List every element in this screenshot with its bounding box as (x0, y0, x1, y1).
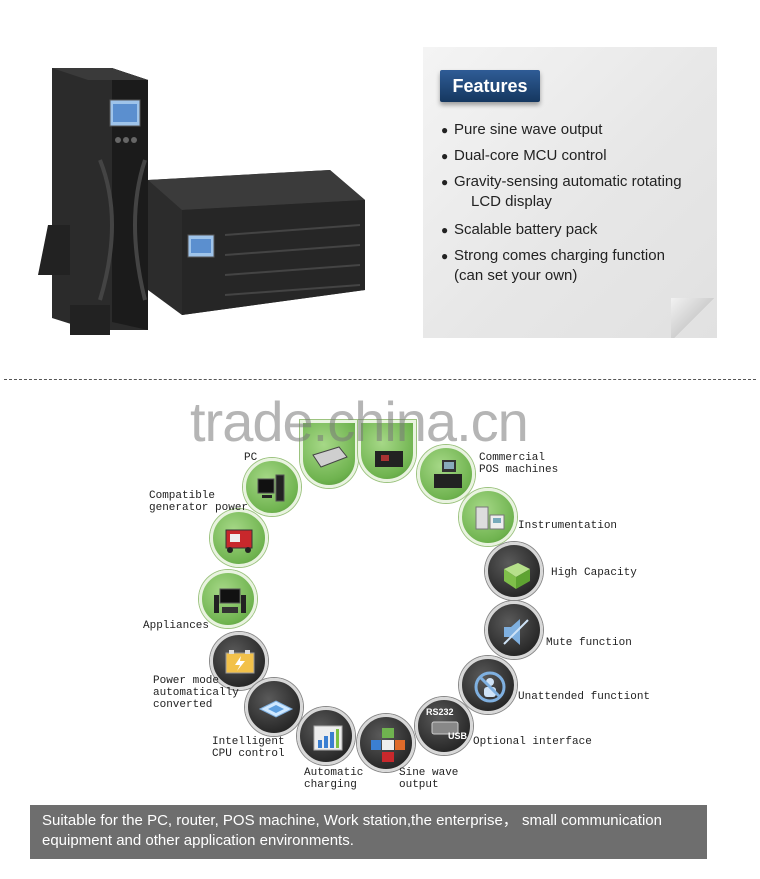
cpu-label: Intelligent CPU control (212, 736, 285, 760)
mute-circle (485, 601, 543, 659)
wave-output-icon (371, 728, 405, 762)
computer-icon (257, 474, 285, 502)
generator-circle (210, 509, 268, 567)
feature-text: Strong comes charging function (454, 247, 665, 264)
charging-circle (297, 707, 355, 765)
feature-item: ● Strong comes charging function (can se… (441, 246, 724, 286)
hdd-circle (300, 420, 358, 488)
cpu-chip-icon (258, 700, 294, 718)
cash-register-icon (434, 460, 462, 488)
rs232-label: RS232 (426, 707, 454, 717)
unattended-circle (459, 656, 517, 714)
bullet-icon: ● (441, 175, 449, 189)
page-curl-decoration (671, 298, 717, 338)
hard-drive-icon (312, 446, 348, 468)
battery-level-icon (313, 725, 343, 751)
high-capacity-circle (485, 542, 543, 600)
pos-circle (417, 445, 475, 503)
usb-label: USB (448, 731, 468, 741)
unattended-label: Unattended functiont (518, 691, 651, 703)
feature-text-cont: LCD display (471, 193, 552, 210)
feature-item: ● Pure sine wave output (441, 120, 724, 140)
pc-circle (243, 458, 301, 516)
feature-item: ● Gravity-sensing automatic rotating LCD… (441, 172, 724, 212)
feature-text-cont: (can set your own) (454, 267, 578, 284)
instrument-icon (475, 506, 505, 530)
battery-cube-icon (504, 563, 530, 589)
ups-product-image (38, 68, 365, 335)
router-icon (375, 451, 403, 467)
instrumentation-label: Instrumentation (518, 520, 618, 532)
appliances-label: Appliances (143, 620, 210, 632)
feature-text: Pure sine wave output (454, 121, 603, 138)
charging-label: Automatic charging (304, 767, 364, 791)
power-mode-circle (210, 632, 268, 690)
instrumentation-circle (459, 488, 517, 546)
bullet-icon: ● (441, 123, 449, 137)
feature-item: ● Scalable battery pack (441, 220, 724, 240)
sine-wave-circle (357, 714, 415, 772)
bullet-icon: ● (441, 149, 449, 163)
generator-label: Compatible generator power (149, 490, 249, 514)
feature-item: ● Dual-core MCU control (441, 146, 724, 166)
feature-text: Scalable battery pack (454, 221, 598, 238)
speaker-mute-icon (503, 619, 529, 645)
optional-interface-circle: RS232 USB (415, 697, 473, 755)
mute-label: Mute function (546, 637, 632, 649)
bullet-icon: ● (441, 249, 449, 263)
dashed-divider (4, 379, 756, 380)
application-banner: Suitable for the PC, router, POS machine… (30, 805, 707, 859)
features-list: ● Pure sine wave output ● Dual-core MCU … (441, 120, 724, 292)
generator-icon (225, 529, 253, 553)
battery-charge-icon (225, 650, 255, 674)
serial-port-icon (431, 721, 459, 735)
sine-wave-label: Sine wave output (399, 767, 459, 791)
appliances-circle (199, 570, 257, 628)
optional-interface-label: Optional interface (473, 736, 592, 748)
pos-label: Commercial POS machines (479, 452, 559, 476)
cpu-circle (245, 678, 303, 736)
features-badge: Features (440, 70, 540, 102)
high-capacity-label: High Capacity (551, 567, 637, 579)
power-mode-label: Power mode automatically converted (153, 675, 239, 711)
router-circle (358, 420, 416, 482)
watermark: trade.china.cn (190, 390, 529, 453)
feature-text: Gravity-sensing automatic rotating (454, 173, 682, 190)
bullet-icon: ● (441, 223, 449, 237)
banner-text: Suitable for the PC, router, POS machine… (42, 812, 662, 849)
no-person-icon (474, 671, 506, 703)
feature-text: Dual-core MCU control (454, 147, 607, 164)
home-theater-icon (214, 588, 246, 613)
pc-label: PC (244, 452, 258, 464)
